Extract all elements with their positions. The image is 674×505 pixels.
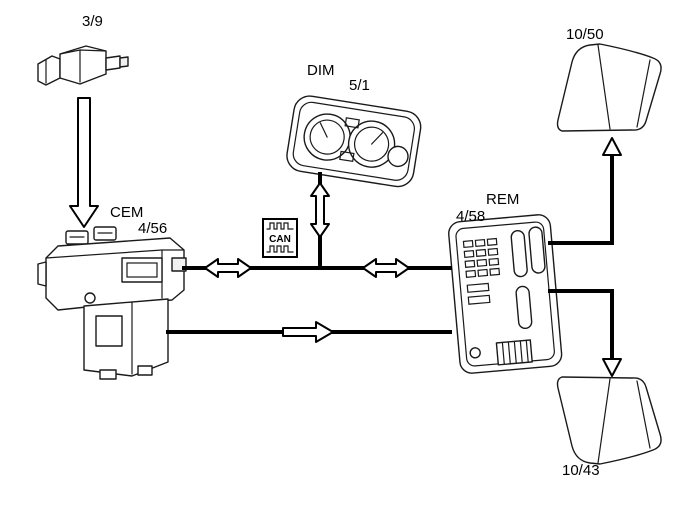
can-label: CAN bbox=[269, 234, 291, 245]
tail-lamp-top-illustration bbox=[556, 43, 662, 132]
label-dim-name: DIM bbox=[307, 62, 335, 79]
cem-illustration bbox=[37, 226, 187, 380]
arrowhead-to-lamp-top bbox=[602, 137, 622, 156]
label-dim-id: 5/1 bbox=[349, 77, 370, 94]
line-rem-to-lamp-bottom bbox=[548, 289, 614, 360]
arrow-bus-bidirectional-left bbox=[204, 258, 252, 278]
arrowhead-to-lamp-bottom bbox=[602, 358, 622, 377]
arrow-bus-bidirectional-right bbox=[362, 258, 410, 278]
label-cem-id: 4/56 bbox=[138, 220, 168, 237]
arrow-dim-bidirectional bbox=[310, 182, 330, 238]
label-switch-id: 3/9 bbox=[82, 13, 103, 30]
arrow-switch-to-cem bbox=[69, 97, 99, 228]
tail-lamp-bottom-illustration bbox=[556, 376, 662, 465]
line-rem-to-lamp-top bbox=[548, 154, 614, 245]
label-rem-name: REM bbox=[486, 191, 520, 208]
label-lamp-top-id: 10/50 bbox=[566, 26, 604, 43]
brake-switch-illustration bbox=[37, 45, 129, 86]
arrow-lower-right bbox=[282, 321, 334, 343]
dim-illustration bbox=[286, 95, 422, 188]
rem-illustration bbox=[448, 214, 563, 374]
label-cem-name: CEM bbox=[110, 204, 144, 221]
label-lamp-bottom-id: 10/43 bbox=[562, 462, 600, 479]
can-bus-icon: CAN bbox=[262, 218, 298, 258]
label-rem-id: 4/58 bbox=[456, 208, 486, 225]
